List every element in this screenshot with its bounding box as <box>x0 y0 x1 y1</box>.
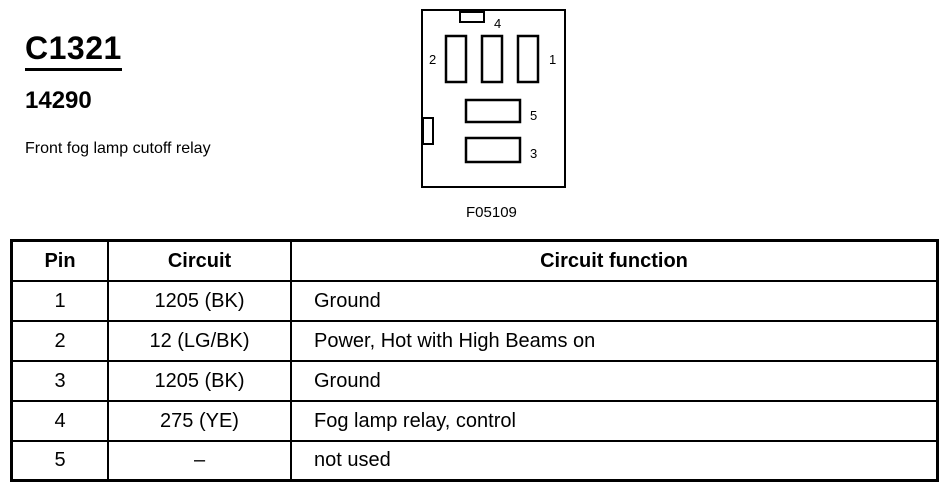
cell-pin: 2 <box>10 319 109 362</box>
cell-function: Ground <box>290 359 939 402</box>
cell-circuit: 12 (LG/BK) <box>107 319 292 362</box>
pinout-table: Pin Circuit Circuit function 1 1205 (BK)… <box>10 239 939 482</box>
cell-circuit: 275 (YE) <box>107 399 292 442</box>
header-pin: Pin <box>10 239 109 282</box>
table-row: 3 1205 (BK) Ground <box>10 359 939 402</box>
table-row: 1 1205 (BK) Ground <box>10 279 939 322</box>
terminal-4 <box>480 34 504 84</box>
relay-description: Front fog lamp cutoff relay <box>25 140 211 157</box>
terminal-1 <box>516 34 540 84</box>
cell-function: Power, Hot with High Beams on <box>290 319 939 362</box>
connector-face-diagram: 4 2 1 5 3 <box>421 9 566 188</box>
pin-label-4: 4 <box>494 16 501 31</box>
header-circuit: Circuit <box>107 239 292 282</box>
housing-top-tab <box>459 11 485 23</box>
cell-circuit: 1205 (BK) <box>107 279 292 322</box>
connector-id: C1321 <box>25 30 122 71</box>
cell-pin: 3 <box>10 359 109 402</box>
table-row: 2 12 (LG/BK) Power, Hot with High Beams … <box>10 319 939 362</box>
figure-code: F05109 <box>466 204 517 221</box>
part-number: 14290 <box>25 87 92 114</box>
terminal-3 <box>464 136 522 164</box>
pin-label-2: 2 <box>429 52 436 67</box>
cell-pin: 1 <box>10 279 109 322</box>
cell-function: Ground <box>290 279 939 322</box>
pin-label-3: 3 <box>530 146 537 161</box>
cell-function: not used <box>290 439 939 482</box>
cell-circuit: – <box>107 439 292 482</box>
table-row: 4 275 (YE) Fog lamp relay, control <box>10 399 939 442</box>
header-circuit-function: Circuit function <box>290 239 939 282</box>
terminal-2 <box>444 34 468 84</box>
cell-circuit: 1205 (BK) <box>107 359 292 402</box>
housing-side-latch <box>422 117 434 145</box>
table-header-row: Pin Circuit Circuit function <box>10 239 939 282</box>
table-row: 5 – not used <box>10 439 939 482</box>
connector-housing <box>421 9 566 188</box>
cell-function: Fog lamp relay, control <box>290 399 939 442</box>
terminal-5 <box>464 98 522 124</box>
pin-label-5: 5 <box>530 108 537 123</box>
pin-label-1: 1 <box>549 52 556 67</box>
cell-pin: 5 <box>10 439 109 482</box>
cell-pin: 4 <box>10 399 109 442</box>
